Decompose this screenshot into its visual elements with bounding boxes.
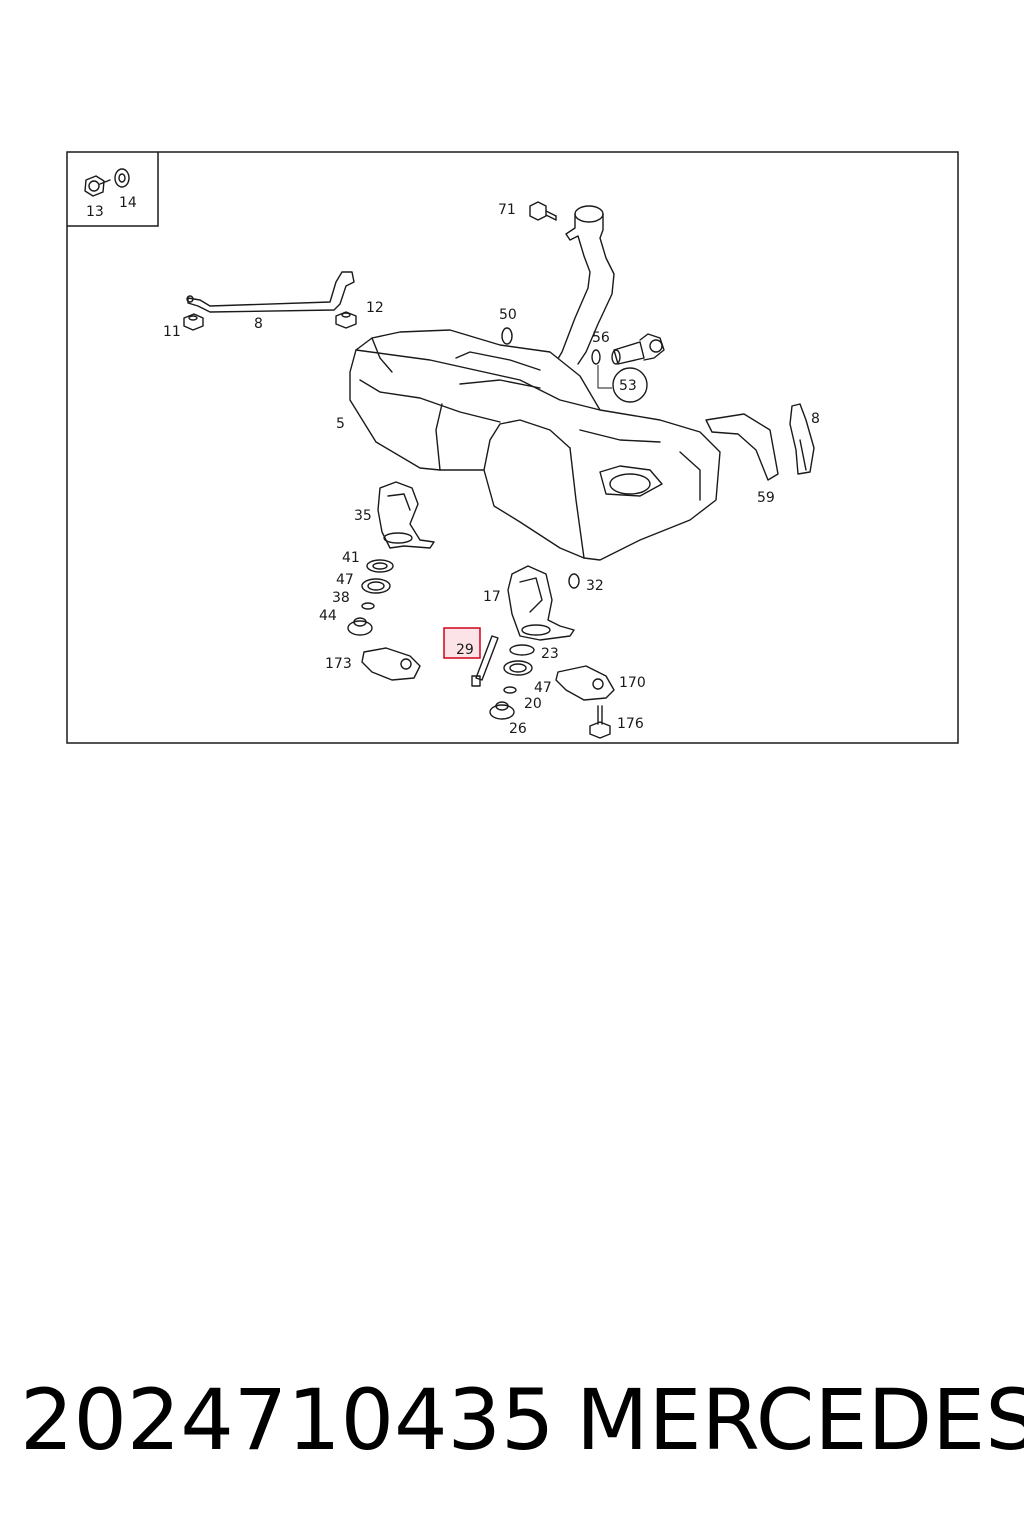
callout-71: 71 [498,202,516,218]
o-ring-icon [568,573,580,589]
nut-icon [183,313,204,331]
callout-29: 29 [456,642,474,658]
callout-47: 47 [336,572,354,588]
cover-plate-icon [361,647,421,681]
o-ring-icon [591,349,601,365]
callout-26: 26 [509,721,527,737]
callout-5: 5 [336,416,345,432]
cover-plate-icon [555,665,615,701]
inset-label-13: 13 [86,204,104,220]
fuel-pump-icon [507,565,575,641]
o-ring-icon [501,327,513,345]
o-ring-icon [503,686,517,694]
parts-diagram: 13 14 [66,151,959,744]
bolt-icon [84,175,111,197]
callout-47: 47 [534,680,552,696]
callout-20: 20 [524,696,542,712]
callout-59: 59 [757,490,775,506]
callout-56: 56 [592,330,610,346]
tank-strap-icon [186,271,355,313]
callout-44: 44 [319,608,337,624]
callout-12: 12 [366,300,384,316]
callout-173: 173 [325,656,352,672]
callout-53: 53 [619,378,637,394]
vent-valve-icon [611,333,665,365]
leader-line [597,365,612,389]
brand-name: MERCEDES [576,1371,1024,1469]
callout-38: 38 [332,590,350,606]
seal-ring-icon [372,562,388,570]
bolt-icon [589,705,611,739]
inset-box [67,152,159,227]
callout-8: 8 [254,316,263,332]
lock-ring-icon [503,660,533,676]
lock-ring-icon [367,581,385,591]
fuel-sender-icon [377,481,435,549]
callout-11: 11 [163,324,181,340]
callout-41: 41 [342,550,360,566]
callout-32: 32 [586,578,604,594]
callout-circle [612,367,648,403]
washer-icon [114,168,130,188]
inset-label-14: 14 [119,195,137,211]
nut-icon [335,311,357,329]
cap-nut-icon [489,701,515,720]
bracket-icon [789,403,815,475]
part-number: 2024710435 [20,1371,555,1469]
lock-ring-icon [361,578,391,594]
fuel-tank-icon [349,329,721,561]
callout-23: 23 [541,646,559,662]
heat-shield-icon [705,413,779,481]
callout-50: 50 [499,307,517,323]
seal-ring-icon [509,644,535,656]
drain-pipe-icon [471,635,499,687]
callout-17: 17 [483,589,501,605]
footer: 2024710435 MERCEDES [0,1360,1024,1480]
o-ring-icon [361,602,375,610]
bolt-icon [529,201,557,221]
seal-ring-icon [366,559,394,573]
lock-ring-icon [509,663,527,673]
highlight-box [443,627,481,659]
diagram-frame [66,151,959,744]
cap-nut-icon [347,617,373,636]
callout-170: 170 [619,675,646,691]
filler-neck-icon [555,205,615,365]
callout-176: 176 [617,716,644,732]
callout-35: 35 [354,508,372,524]
callout-8-right: 8 [811,411,820,427]
